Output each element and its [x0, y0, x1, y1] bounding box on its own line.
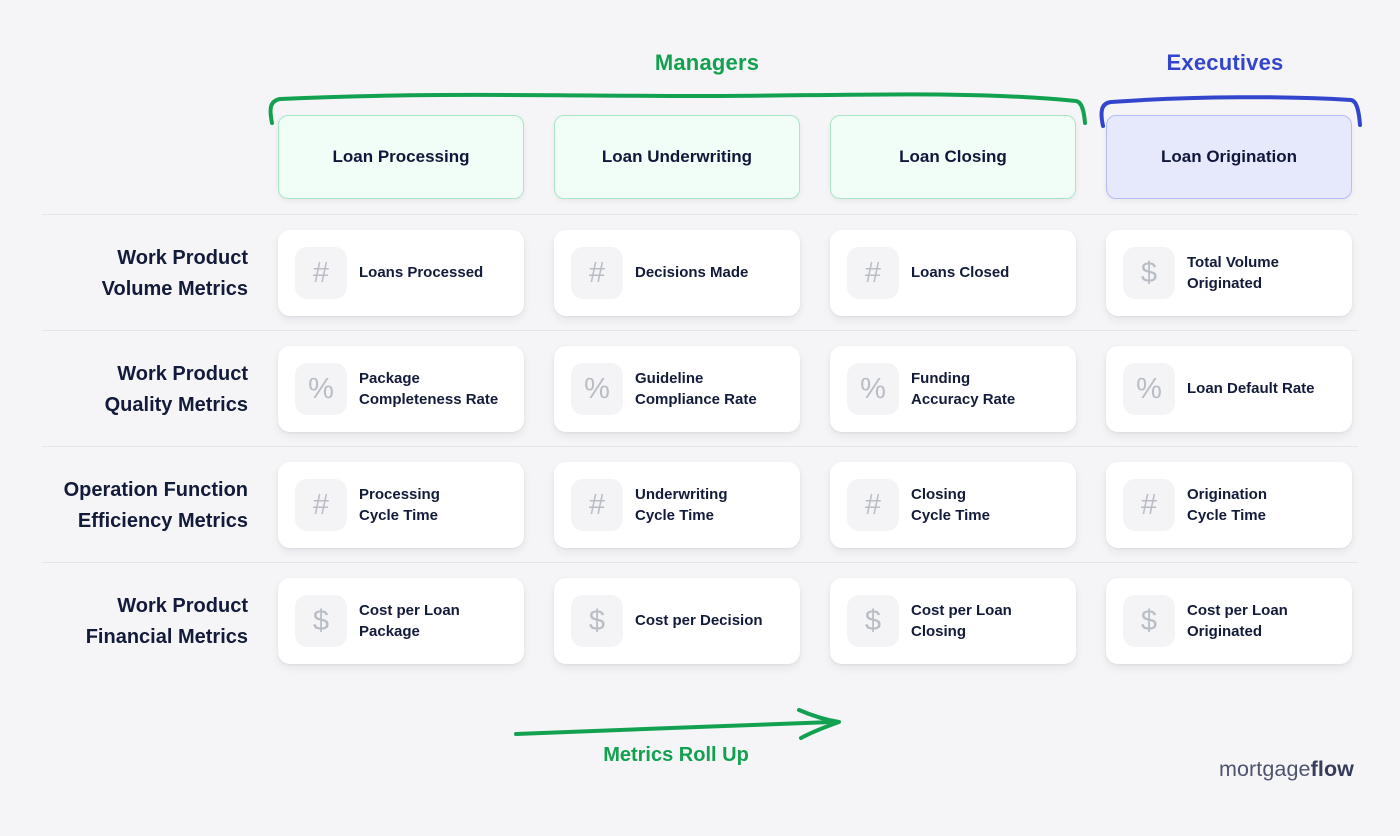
metric-card-cost-per-loan-package: $ Cost per Loan Package [278, 578, 524, 664]
row-label-efficiency-metrics: Operation Function Efficiency Metrics [63, 479, 248, 532]
metric-label: Package Completeness Rate [359, 369, 499, 408]
column-loan-underwriting: Loan Underwriting [554, 115, 800, 199]
hash-icon: # [847, 247, 899, 299]
metric-label: Loan Default Rate [1187, 380, 1315, 398]
column-loan-processing: Loan Processing [278, 115, 524, 199]
dollar-icon: $ [571, 595, 623, 647]
metric-card-decisions-made: # Decisions Made [554, 230, 800, 316]
row-divider [42, 330, 1358, 331]
row-divider [42, 562, 1358, 563]
metrics-roll-up-label: Metrics Roll Up [603, 744, 749, 766]
metric-card-underwriting-cycle-time: # Underwriting Cycle Time [554, 462, 800, 548]
metric-label: Origination Cycle Time [1187, 485, 1267, 524]
metric-label: Cost per Loan Package [359, 601, 460, 640]
metric-label: Total Volume Originated [1187, 253, 1279, 292]
row-label-volume-metrics: Work Product Volume Metrics [101, 247, 248, 300]
metric-card-closing-cycle-time: # Closing Cycle Time [830, 462, 1076, 548]
metric-card-cost-per-loan-closing: $ Cost per Loan Closing [830, 578, 1076, 664]
hash-icon: # [847, 479, 899, 531]
hash-icon: # [571, 247, 623, 299]
row-divider [42, 214, 1358, 215]
logo-text-bold: flow [1310, 757, 1354, 781]
dollar-icon: $ [1123, 595, 1175, 647]
column-loan-closing: Loan Closing [830, 115, 1076, 199]
metric-card-loans-processed: # Loans Processed [278, 230, 524, 316]
dollar-icon: $ [295, 595, 347, 647]
row-divider [42, 446, 1358, 447]
metric-card-loan-default-rate: % Loan Default Rate [1106, 346, 1352, 432]
logo-text-regular: mortgage [1218, 757, 1311, 781]
dollar-icon: $ [847, 595, 899, 647]
metric-card-funding-accuracy-rate: % Funding Accuracy Rate [830, 346, 1076, 432]
metric-label: Loans Processed [359, 264, 484, 282]
metric-label: Cost per Loan Originated [1187, 601, 1288, 640]
metric-label: Loans Closed [911, 264, 1010, 282]
row-label-quality-metrics: Work Product Quality Metrics [104, 363, 248, 416]
metric-card-total-volume-originated: $ Total Volume Originated [1106, 230, 1352, 316]
metric-card-cost-per-loan-originated: $ Cost per Loan Originated [1106, 578, 1352, 664]
executives-group-label: Executives [1166, 50, 1284, 75]
metric-card-origination-cycle-time: # Origination Cycle Time [1106, 462, 1352, 548]
metric-label: Closing Cycle Time [911, 485, 990, 524]
metric-label: Cost per Decision [635, 612, 763, 630]
mortgageflow-logo: mortgageflow [1219, 757, 1354, 782]
percent-icon: % [1123, 363, 1175, 415]
row-label-financial-metrics: Work Product Financial Metrics [85, 595, 248, 648]
column-loan-origination: Loan Origination [1106, 115, 1352, 199]
dollar-icon: $ [1123, 247, 1175, 299]
metric-label: Guideline Compliance Rate [635, 369, 757, 408]
metric-card-package-completeness-rate: % Package Completeness Rate [278, 346, 524, 432]
metric-label: Funding Accuracy Rate [911, 369, 1016, 408]
managers-group-label: Managers [654, 50, 760, 75]
metric-card-loans-closed: # Loans Closed [830, 230, 1076, 316]
percent-icon: % [295, 363, 347, 415]
metric-card-cost-per-decision: $ Cost per Decision [554, 578, 800, 664]
metric-label: Underwriting Cycle Time [635, 485, 728, 524]
roll-up-arrow-shaft [514, 720, 834, 736]
metric-label: Decisions Made [635, 264, 749, 282]
metric-card-guideline-compliance-rate: % Guideline Compliance Rate [554, 346, 800, 432]
hash-icon: # [295, 479, 347, 531]
metric-card-processing-cycle-time: # Processing Cycle Time [278, 462, 524, 548]
hash-icon: # [1123, 479, 1175, 531]
hash-icon: # [571, 479, 623, 531]
roll-up-arrow-head [797, 708, 841, 740]
percent-icon: % [571, 363, 623, 415]
metric-label: Cost per Loan Closing [911, 601, 1012, 640]
hash-icon: # [295, 247, 347, 299]
percent-icon: % [847, 363, 899, 415]
metric-label: Processing Cycle Time [359, 485, 440, 524]
